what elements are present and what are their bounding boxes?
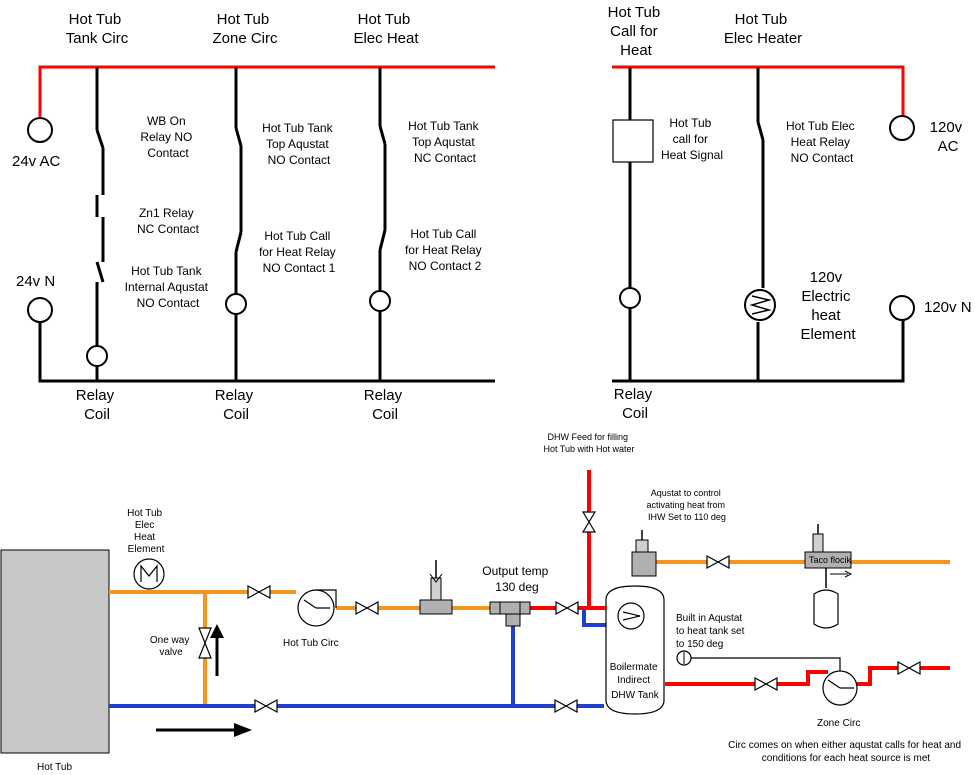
hot-tub-label: Hot Tub bbox=[37, 762, 72, 773]
aquastat-control-label: Aqustat to control activating heat from … bbox=[646, 488, 727, 522]
zn1-relay-label: Zn1 Relay NC Contact bbox=[137, 206, 200, 236]
call-for-heat-header: Hot Tub Call for Heat bbox=[608, 4, 665, 59]
tank-circ-branch bbox=[86, 67, 108, 381]
relay-coil-label-1: Relay Coil bbox=[76, 387, 119, 423]
120v-n-label: 120v N bbox=[924, 299, 972, 316]
24v-n-label: 24v N bbox=[16, 273, 55, 290]
return-valve-2 bbox=[554, 698, 578, 714]
hot-tub-circ-label: Hot Tub Circ bbox=[283, 638, 339, 649]
call-for-heat-signal-box bbox=[612, 119, 654, 163]
zone-circ-impeller bbox=[827, 679, 854, 689]
call-relay-2-label: Hot Tub Call for Heat Relay NO Contact 2 bbox=[405, 227, 485, 273]
expansion-tank bbox=[813, 589, 839, 629]
tank-to-zone-circ-pipe bbox=[665, 670, 828, 686]
upper-zone-valve bbox=[706, 554, 730, 570]
24v-ac-terminal bbox=[27, 117, 53, 143]
top-aquastat-no-contact bbox=[234, 127, 243, 147]
tank-heat-exchanger-coil bbox=[622, 611, 641, 621]
aquastat-wire bbox=[691, 657, 841, 672]
flow-right-arrow bbox=[156, 723, 252, 737]
24v-neutral-rail bbox=[38, 322, 495, 383]
relay-coil-label-2: Relay Coil bbox=[215, 387, 258, 423]
tub-heat-element-m-icon bbox=[140, 564, 158, 582]
dhw-feed-label: DHW Feed for filling Hot Tub with Hot wa… bbox=[543, 432, 634, 454]
tank-circ-wire bbox=[95, 67, 105, 381]
120v-neutral-rail bbox=[612, 320, 905, 383]
boilermate-label: Boilermate Indirect DHW Tank bbox=[610, 662, 661, 701]
right-ladder: Hot Tub Call for Heat Hot Tub Elec Heate… bbox=[608, 4, 972, 422]
return-valve-1 bbox=[254, 698, 278, 714]
tank-circ-relay-coil bbox=[86, 345, 108, 367]
supply-valve-2 bbox=[355, 600, 379, 616]
heat-element-zigzag bbox=[749, 295, 772, 315]
zone-circ-outlet-pipe bbox=[854, 666, 950, 686]
elec-heater-header: Hot Tub Elec Heater bbox=[724, 11, 802, 47]
elec-heat-relay-label: Hot Tub Elec Heat Relay NO Contact bbox=[786, 119, 858, 165]
supply-pipe bbox=[109, 590, 490, 610]
24v-ac-label: 24v AC bbox=[12, 153, 61, 170]
output-tee bbox=[489, 601, 531, 627]
right-relay-coil-label: Relay Coil bbox=[614, 386, 657, 422]
circ-note: Circ comes on when either aqustat calls … bbox=[728, 740, 964, 764]
internal-aquastat-label: Hot Tub Tank Internal Aqustat NO Contact bbox=[125, 264, 212, 310]
hot-tub-vessel bbox=[0, 549, 110, 754]
elec-heat-wire bbox=[378, 67, 387, 381]
24v-hot-rail bbox=[38, 65, 495, 117]
120v-hot-rail bbox=[612, 65, 905, 116]
one-way-valve bbox=[198, 627, 212, 659]
hot-tub-circ-impeller bbox=[303, 599, 330, 609]
zone-circ-header: Hot Tub Zone Circ bbox=[212, 11, 278, 47]
tank-return-pipe bbox=[582, 608, 606, 627]
heat-element-symbol bbox=[744, 289, 776, 321]
tub-heat-element bbox=[133, 558, 165, 590]
zone-valve-1 bbox=[754, 676, 778, 692]
elec-heat-header: Hot Tub Elec Heat bbox=[353, 11, 419, 47]
internal-aquastat-contact bbox=[95, 261, 105, 283]
plumbing-diagram: Hot Tub Hot Tub Elec Heat Element bbox=[0, 432, 964, 773]
elec-heat-branch bbox=[369, 67, 391, 381]
24v-n-terminal bbox=[27, 297, 53, 323]
call-relay-2-contact bbox=[378, 229, 387, 251]
top-aquastat-no-label: Hot Tub Tank Top Aqustat NO Contact bbox=[262, 121, 336, 167]
wb-relay-contact bbox=[95, 129, 105, 149]
call-signal-label: Hot Tub call for Heat Signal bbox=[661, 116, 723, 162]
top-aquastat-nc-label: Hot Tub Tank Top Aqustat NC Contact bbox=[408, 119, 482, 165]
tub-element-label: Hot Tub Elec Heat Element bbox=[127, 508, 165, 555]
hot-tub-circ-volute bbox=[316, 589, 337, 608]
120v-ac-label: 120v AC bbox=[930, 119, 967, 155]
output-temp-label: Output temp 130 deg bbox=[482, 564, 551, 594]
tank-circ-header: Hot Tub Tank Circ bbox=[66, 11, 129, 47]
tank-heat-exchanger bbox=[617, 602, 645, 630]
120v-n-terminal bbox=[889, 295, 915, 321]
zone-valve-2 bbox=[897, 660, 921, 676]
zone-circ-branch bbox=[225, 67, 247, 381]
left-ladder: Hot Tub Tank Circ Hot Tub Zone Circ Hot … bbox=[12, 11, 495, 423]
one-way-valve-label: One way valve bbox=[150, 635, 192, 658]
zone-circ-label: Zone Circ bbox=[817, 718, 860, 729]
heat-element-label: 120v Electric heat Element bbox=[800, 269, 856, 343]
supply-valve-1 bbox=[247, 584, 271, 600]
zone-circ-relay-coil bbox=[225, 293, 247, 315]
dhw-feed-valve bbox=[581, 511, 597, 533]
temp-sensor-fitting bbox=[419, 560, 453, 615]
tank-inlet-valve bbox=[555, 600, 579, 616]
elec-heat-relay-contact bbox=[756, 121, 765, 141]
120v-ac-terminal bbox=[889, 115, 915, 141]
call-relay-1-contact bbox=[234, 231, 243, 253]
call-relay-1-label: Hot Tub Call for Heat Relay NO Contact 1 bbox=[259, 229, 339, 275]
elec-heater-wire bbox=[756, 67, 765, 381]
taco-zone-valve bbox=[804, 524, 853, 588]
elec-heat-relay-coil bbox=[369, 290, 391, 312]
wb-relay-label: WB On Relay NO Contact bbox=[140, 114, 195, 160]
control-aquastat bbox=[631, 530, 657, 577]
relay-coil-label-3: Relay Coil bbox=[364, 387, 407, 423]
top-aquastat-nc-contact bbox=[378, 125, 387, 145]
call-for-heat-relay-coil bbox=[619, 287, 641, 309]
built-in-aquastat-label: Built in Aqustat to heat tank set to 150… bbox=[676, 613, 747, 650]
flow-up-arrow bbox=[210, 624, 224, 676]
taco-label: Taco flocik bbox=[809, 555, 852, 565]
zone-circ-wire bbox=[234, 67, 243, 381]
